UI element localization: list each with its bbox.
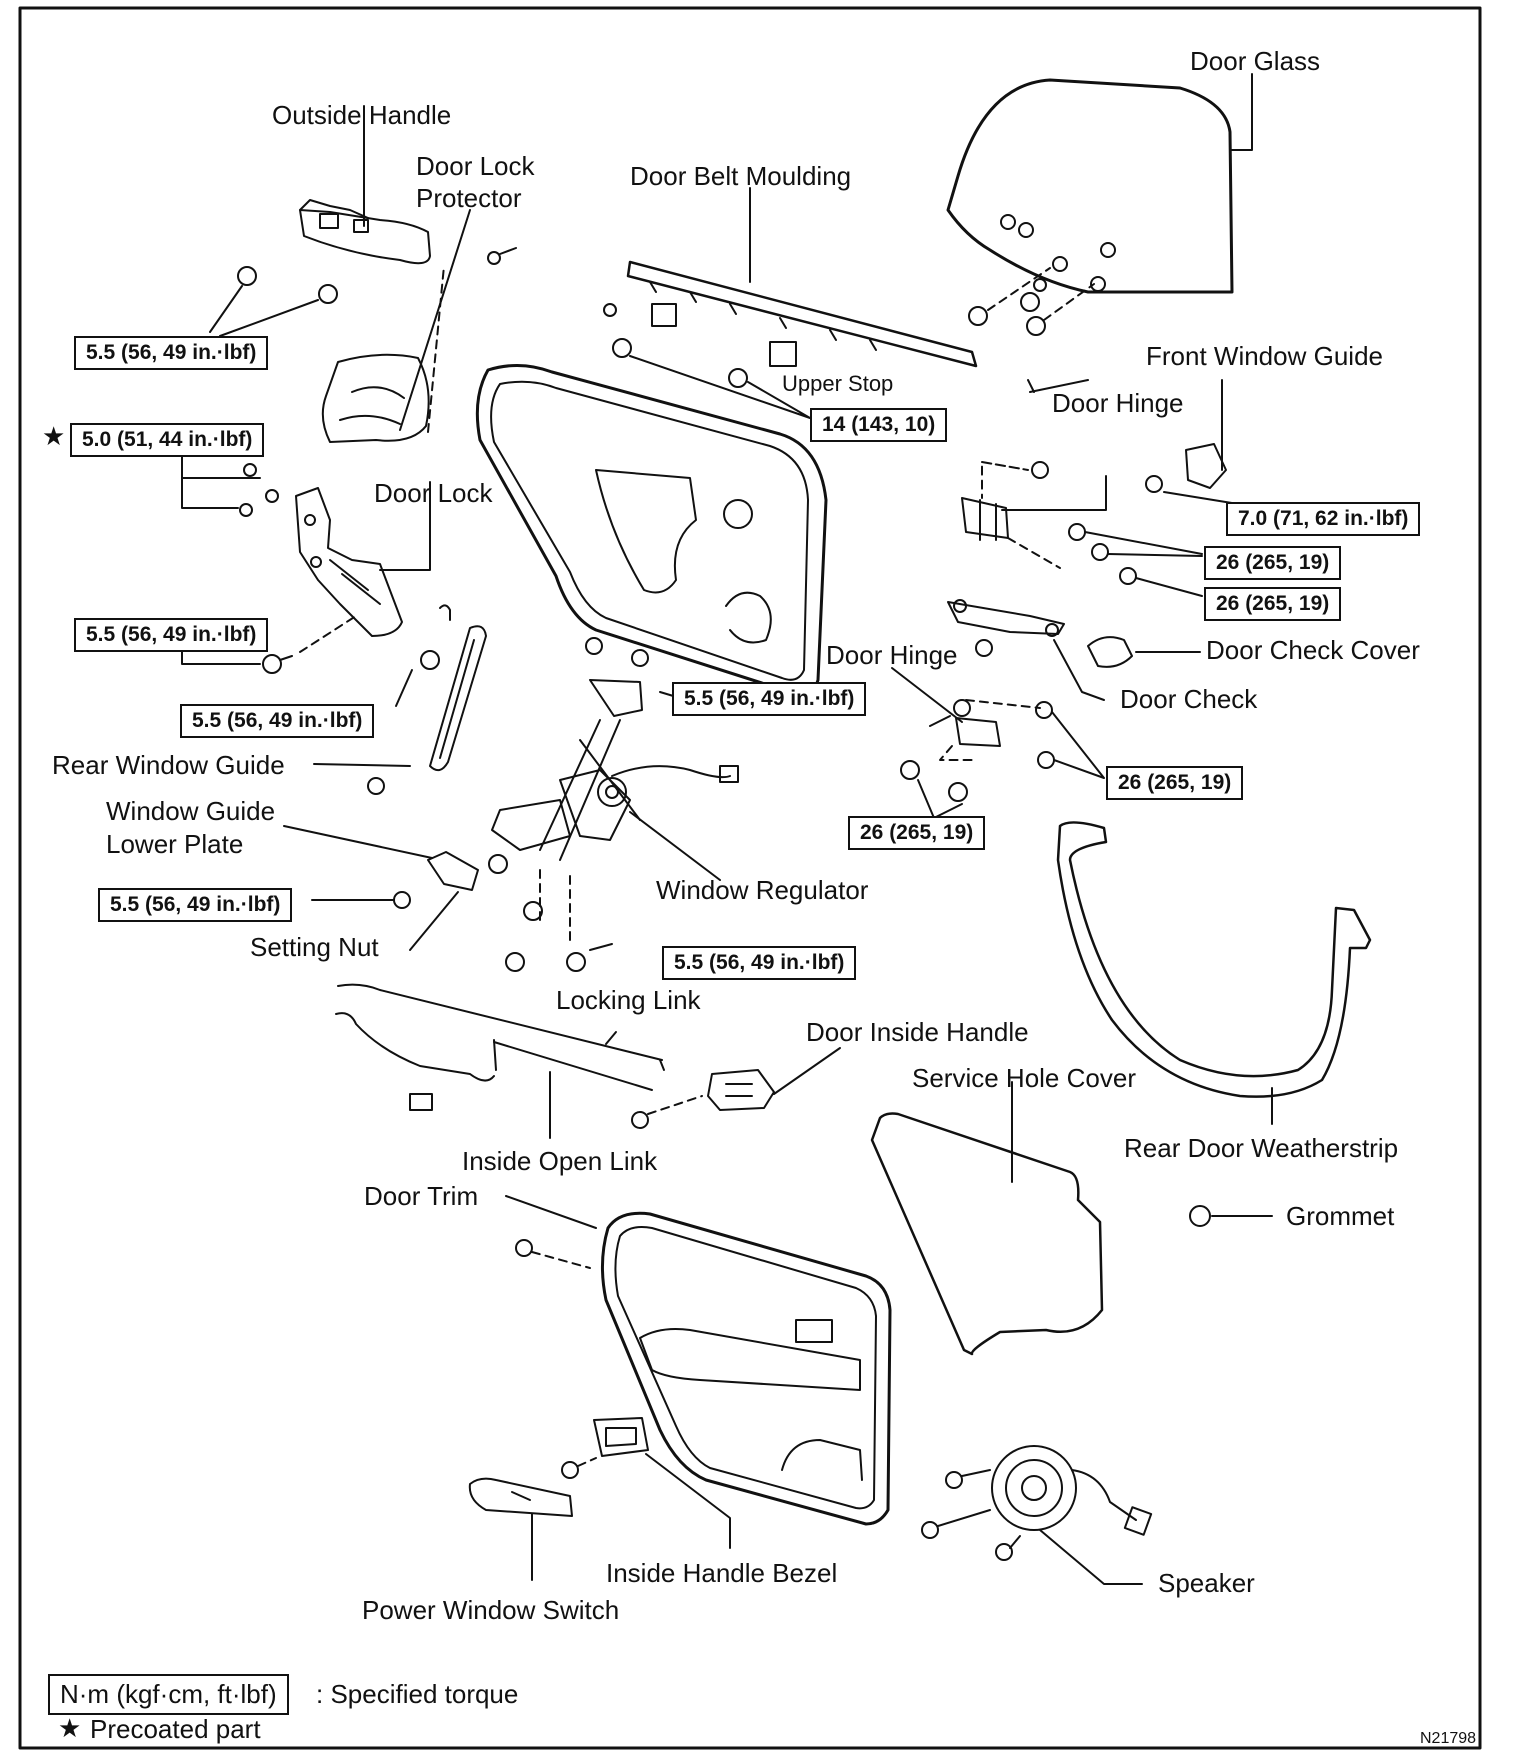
label-window-regulator: Window Regulator <box>656 875 869 905</box>
door-glass-drawing <box>946 73 1253 336</box>
label-door-check-cover: Door Check Cover <box>1206 635 1420 665</box>
label-door-lock-protector-2: Protector <box>416 183 522 213</box>
torque-hinge-upper-2: 26 (265, 19) <box>1204 587 1342 622</box>
torque-outside-handle: 5.5 (56, 49 in.·lbf) <box>74 336 269 371</box>
label-door-check: Door Check <box>1120 684 1258 714</box>
door-check-cover-drawing <box>1087 636 1201 668</box>
torque-hinge-lower-1: 26 (265, 19) <box>1106 766 1244 801</box>
torque-door-lock: 5.5 (56, 49 in.·lbf) <box>74 618 269 653</box>
label-locking-link: Locking Link <box>556 985 701 1015</box>
rear-window-guide-drawing <box>313 604 487 795</box>
precoated-star-icon: ★ <box>42 422 66 452</box>
inside-open-link-drawing <box>335 1012 653 1139</box>
label-door-trim: Door Trim <box>364 1181 479 1211</box>
torque-rear-window-guide: 5.5 (56, 49 in.·lbf) <box>180 704 375 739</box>
page-frame <box>18 6 1482 1750</box>
label-grommet: Grommet <box>1286 1201 1395 1231</box>
legend-torque-box: N·m (kgf·cm, ft·lbf) <box>48 1674 289 1715</box>
label-window-guide-lower-plate-1: Window Guide <box>106 796 276 826</box>
torque-regulator-upper: 5.5 (56, 49 in.·lbf) <box>672 682 867 717</box>
door-lock-protector-drawing <box>321 209 517 443</box>
label-outside-handle: Outside Handle <box>272 100 452 130</box>
inside-handle-bezel-drawing <box>561 1417 731 1549</box>
label-door-hinge-lower: Door Hinge <box>826 640 958 670</box>
label-inside-open-link: Inside Open Link <box>462 1146 658 1176</box>
door-belt-moulding-drawing <box>603 187 978 419</box>
figure-code: N21798 <box>1420 1730 1477 1747</box>
grommet-drawing <box>1189 1205 1273 1227</box>
label-window-guide-lower-plate-2: Lower Plate <box>106 829 244 859</box>
legend-star-desc: Precoated part <box>90 1714 261 1744</box>
label-rear-window-guide: Rear Window Guide <box>52 750 285 780</box>
label-door-belt-moulding: Door Belt Moulding <box>630 161 852 191</box>
torque-lower-plate: 5.5 (56, 49 in.·lbf) <box>98 888 293 923</box>
legend-torque-desc: : Specified torque <box>316 1679 519 1709</box>
label-speaker: Speaker <box>1158 1568 1255 1598</box>
front-window-guide-drawing <box>1145 379 1239 505</box>
legend-star-icon: ★ <box>58 1714 82 1744</box>
label-door-inside-handle: Door Inside Handle <box>806 1017 1029 1047</box>
label-door-glass: Door Glass <box>1190 46 1321 76</box>
door-panel-drawing <box>475 363 828 696</box>
label-door-lock-protector-1: Door Lock <box>416 151 535 181</box>
locking-link-drawing <box>337 983 665 1071</box>
label-front-window-guide: Front Window Guide <box>1146 341 1383 371</box>
door-trim-drawing <box>505 1195 892 1526</box>
door-inside-handle-drawing <box>631 1047 841 1129</box>
label-power-window-switch: Power Window Switch <box>362 1595 620 1625</box>
service-hole-cover-drawing <box>870 1081 1104 1356</box>
label-inside-handle-bezel: Inside Handle Bezel <box>606 1558 838 1588</box>
torque-front-window-guide: 7.0 (71, 62 in.·lbf) <box>1226 502 1421 537</box>
window-guide-lower-plate-drawing <box>283 825 479 951</box>
outside-handle-drawing <box>209 105 431 337</box>
torque-regulator-lower: 5.5 (56, 49 in.·lbf) <box>662 946 857 981</box>
door-hinge-upper-drawing <box>961 461 1203 597</box>
label-upper-stop: Upper Stop <box>782 371 894 396</box>
leader-lines <box>929 379 1089 727</box>
rear-door-weatherstrip-drawing <box>1056 821 1372 1125</box>
torque-precoated: 5.0 (51, 44 in.·lbf) <box>70 423 265 458</box>
window-regulator-drawing <box>488 637 739 972</box>
label-door-lock: Door Lock <box>374 478 493 508</box>
door-hinge-lower-drawing <box>891 667 1105 819</box>
torque-hinge-lower-2: 26 (265, 19) <box>848 816 986 851</box>
label-rear-door-weatherstrip: Rear Door Weatherstrip <box>1124 1133 1399 1163</box>
power-window-switch-drawing <box>468 1477 573 1581</box>
torque-belt-moulding: 14 (143, 10) <box>810 408 948 443</box>
label-service-hole-cover: Service Hole Cover <box>912 1063 1136 1093</box>
label-setting-nut: Setting Nut <box>250 932 379 962</box>
torque-hinge-upper-1: 26 (265, 19) <box>1204 546 1342 581</box>
door-check-drawing <box>947 599 1105 701</box>
label-door-hinge-upper: Door Hinge <box>1052 388 1184 418</box>
speaker-drawing <box>921 1445 1153 1585</box>
